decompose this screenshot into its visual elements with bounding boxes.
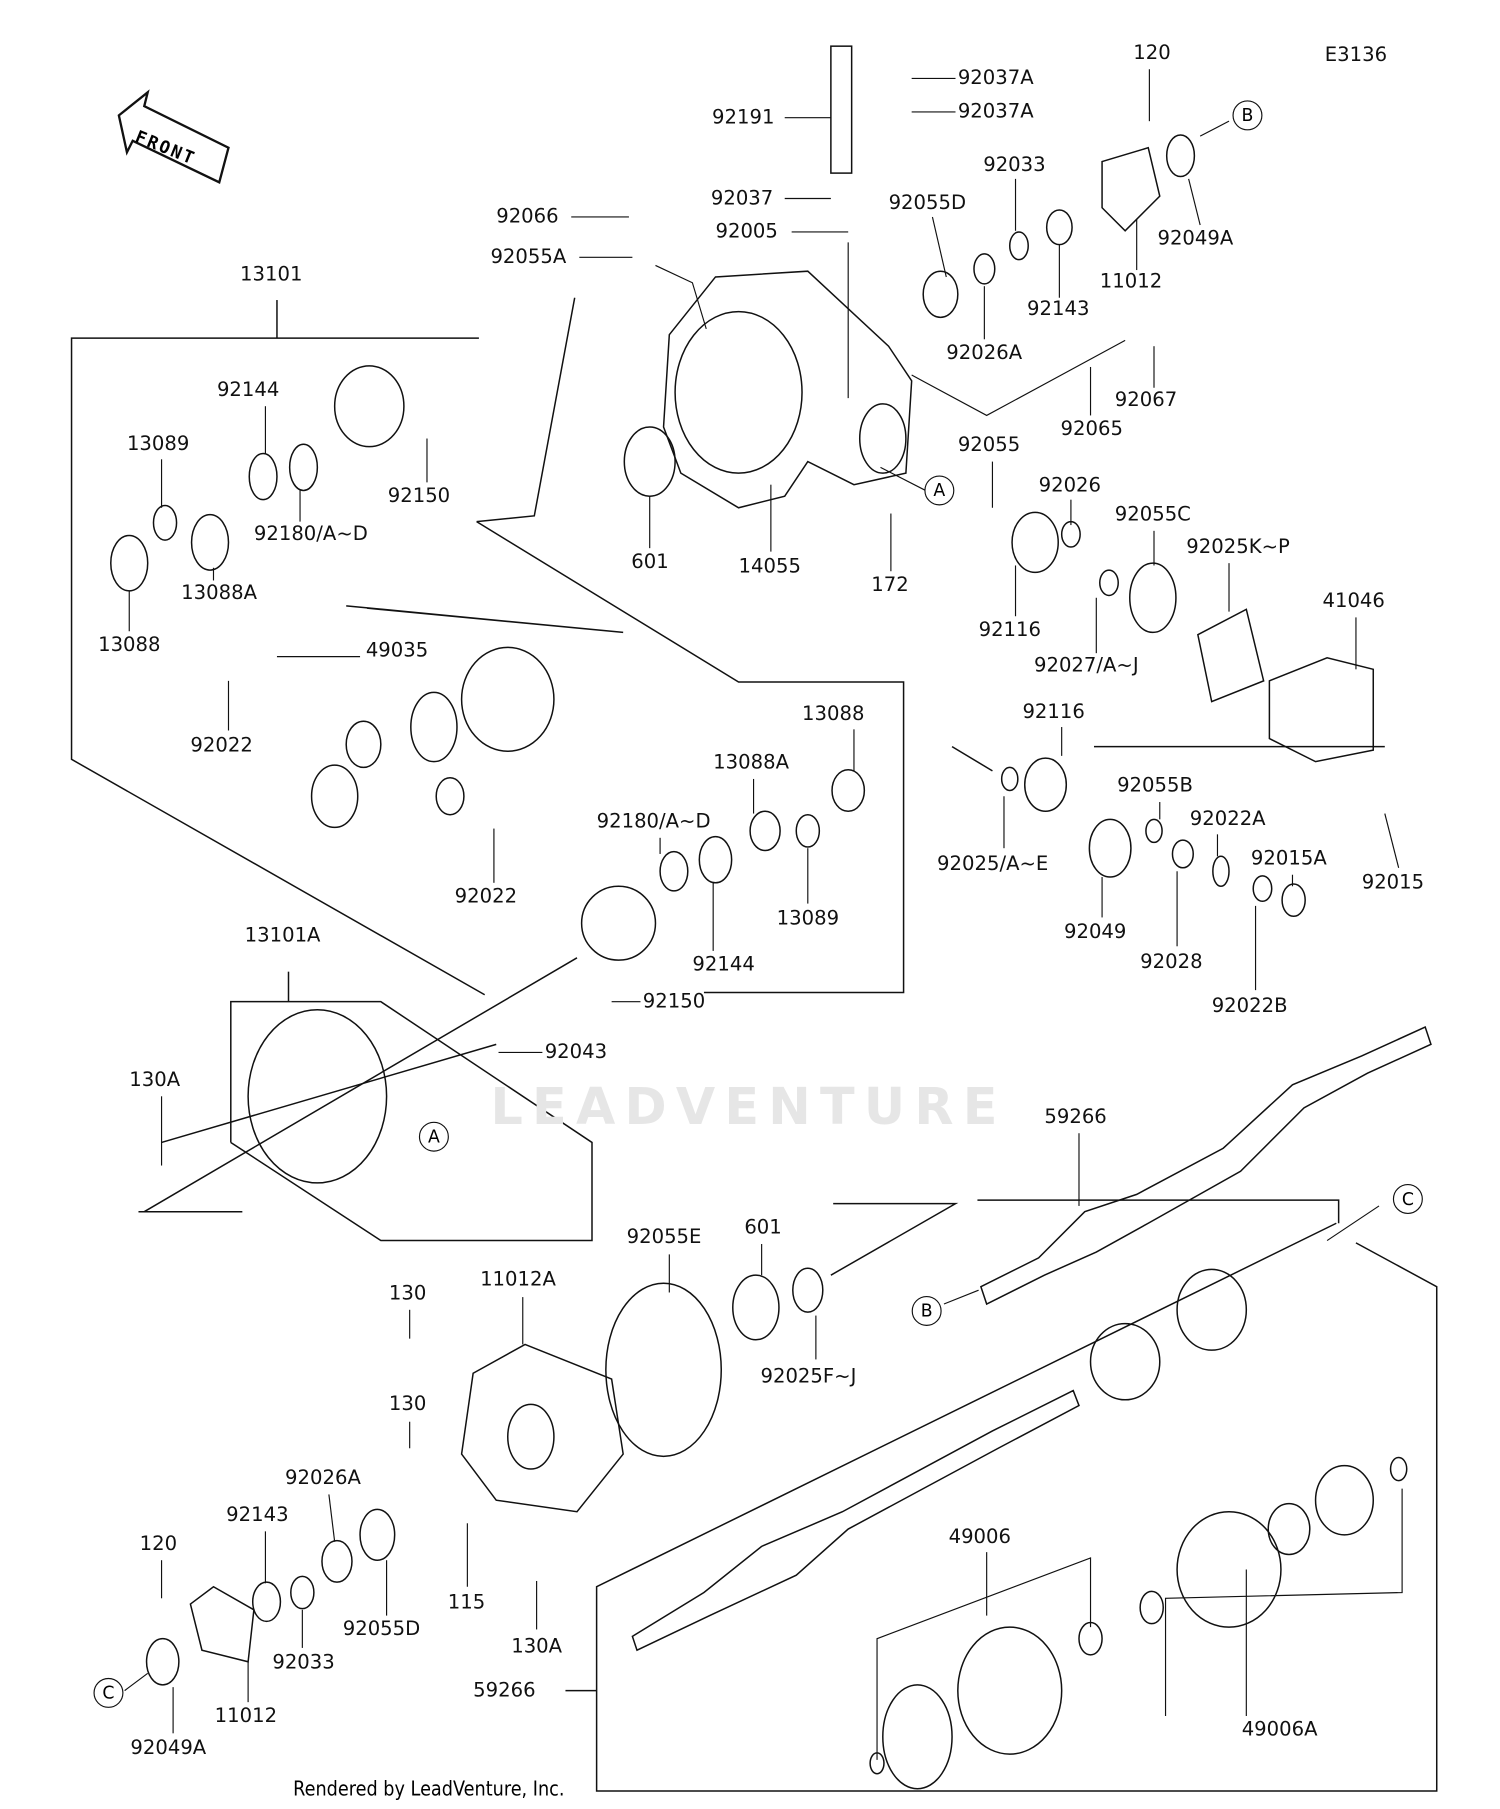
part-label[interactable]: 92143 bbox=[226, 1503, 289, 1527]
part-label[interactable]: 92055D bbox=[888, 191, 967, 215]
watermark: LEADVENTURE bbox=[490, 1077, 1007, 1137]
part-label[interactable]: 92025F~J bbox=[760, 1365, 857, 1389]
part-label[interactable]: 92022A bbox=[1189, 807, 1266, 831]
part-label[interactable]: 92025/A~E bbox=[937, 852, 1049, 876]
part-label[interactable]: 92180/A~D bbox=[253, 522, 368, 546]
part-label[interactable]: 92144 bbox=[216, 378, 280, 402]
part-label[interactable]: 13089 bbox=[126, 432, 190, 456]
box-13101A bbox=[230, 1000, 289, 1143]
box-59266 bbox=[595, 1222, 1438, 1792]
box-13101 bbox=[70, 337, 486, 996]
part-label[interactable]: 14055 bbox=[738, 555, 801, 579]
part-label[interactable]: 11012 bbox=[1099, 270, 1163, 294]
drive-shaft-59266-lower bbox=[631, 1389, 1080, 1652]
part-label[interactable]: 601 bbox=[631, 550, 669, 574]
part-label[interactable]: 92049A bbox=[130, 1736, 207, 1760]
part-label[interactable]: 92116 bbox=[978, 618, 1042, 642]
part-label[interactable]: 59266 bbox=[473, 1679, 536, 1703]
part-label[interactable]: 92033 bbox=[983, 153, 1046, 177]
box-13101-right bbox=[476, 520, 905, 994]
part-label[interactable]: 92015 bbox=[1361, 871, 1425, 895]
part-label[interactable]: 92022 bbox=[454, 885, 518, 909]
part-label[interactable]: 13088 bbox=[98, 633, 161, 657]
part-label[interactable]: 92055A bbox=[490, 245, 567, 269]
callout-a[interactable]: A bbox=[418, 1121, 449, 1152]
part-label[interactable]: 13088 bbox=[802, 702, 865, 726]
part-label[interactable]: 92066 bbox=[496, 205, 559, 229]
part-label[interactable]: 130A bbox=[129, 1068, 181, 1092]
front-label: FRONT bbox=[132, 126, 200, 170]
part-label[interactable]: 92037A bbox=[957, 100, 1034, 124]
callout-b[interactable]: B bbox=[911, 1295, 942, 1326]
part-label[interactable]: 13101 bbox=[240, 263, 303, 287]
part-label[interactable]: 92025K~P bbox=[1186, 535, 1290, 559]
part-label[interactable]: 13089 bbox=[776, 907, 840, 931]
part-label[interactable]: 92055C bbox=[1114, 503, 1191, 527]
part-label[interactable]: 92150 bbox=[387, 484, 451, 508]
diagram-id: E3136 bbox=[1324, 43, 1388, 67]
part-label[interactable]: 92043 bbox=[544, 1040, 608, 1064]
part-label[interactable]: 49006 bbox=[948, 1525, 1012, 1549]
part-label[interactable]: 92055D bbox=[342, 1617, 421, 1641]
callout-c[interactable]: C bbox=[1392, 1184, 1423, 1215]
front-arrow-icon bbox=[117, 89, 230, 184]
part-label[interactable]: 92015A bbox=[1250, 847, 1327, 871]
part-label[interactable]: 92055 bbox=[957, 433, 1021, 457]
drive-shaft-59266-upper bbox=[979, 1026, 1432, 1306]
front-direction-marker: FRONT bbox=[115, 110, 230, 191]
part-label[interactable]: 115 bbox=[447, 1591, 486, 1615]
callout-a[interactable]: A bbox=[924, 475, 955, 506]
callout-b[interactable]: B bbox=[1232, 100, 1263, 131]
part-label[interactable]: 13088A bbox=[713, 751, 790, 775]
part-label[interactable]: 92026A bbox=[285, 1466, 361, 1490]
part-label[interactable]: 92067 bbox=[1114, 388, 1178, 412]
part-label[interactable]: 601 bbox=[744, 1216, 782, 1240]
part-label[interactable]: 92026A bbox=[946, 341, 1023, 365]
part-label[interactable]: 49035 bbox=[365, 639, 429, 663]
housing-14055 bbox=[662, 270, 913, 509]
part-label[interactable]: 92144 bbox=[692, 953, 755, 977]
part-label[interactable]: 92150 bbox=[642, 990, 706, 1014]
part-label[interactable]: 92022 bbox=[190, 733, 253, 758]
part-label[interactable]: 92049A bbox=[1157, 227, 1234, 251]
part-label[interactable]: 92116 bbox=[1022, 700, 1085, 724]
part-label[interactable]: 11012 bbox=[214, 1704, 278, 1728]
part-label[interactable]: 92028 bbox=[1140, 950, 1203, 974]
part-label[interactable]: 92005 bbox=[715, 220, 778, 244]
part-label[interactable]: 130 bbox=[388, 1392, 427, 1416]
part-label[interactable]: 92055E bbox=[626, 1225, 702, 1249]
part-label[interactable]: 92027/A~J bbox=[1033, 654, 1139, 678]
part-label[interactable]: 92026 bbox=[1038, 474, 1102, 498]
part-label[interactable]: 13101A bbox=[244, 924, 321, 948]
part-label[interactable]: 11012A bbox=[480, 1268, 556, 1292]
part-label[interactable]: 92191 bbox=[712, 106, 775, 130]
part-label[interactable]: 59266 bbox=[1044, 1105, 1107, 1129]
part-label[interactable]: 92037 bbox=[710, 186, 774, 211]
part-label[interactable]: 130 bbox=[388, 1282, 427, 1306]
part-label[interactable]: 92055B bbox=[1117, 774, 1193, 798]
part-label[interactable]: 92143 bbox=[1027, 297, 1090, 321]
part-label[interactable]: 130A bbox=[511, 1635, 563, 1659]
part-label[interactable]: 92180/A~D bbox=[596, 810, 711, 834]
part-label[interactable]: 92037A bbox=[957, 66, 1034, 91]
part-label[interactable]: 120 bbox=[1133, 41, 1171, 65]
part-label[interactable]: 13088A bbox=[181, 581, 258, 605]
part-label[interactable]: 172 bbox=[871, 573, 909, 597]
part-label[interactable]: 92065 bbox=[1060, 417, 1123, 441]
part-label[interactable]: 41046 bbox=[1322, 589, 1385, 613]
footer-credit: Rendered by LeadVenture, Inc. bbox=[293, 1777, 565, 1802]
part-label[interactable]: 49006A bbox=[1241, 1718, 1318, 1742]
part-label[interactable]: 92033 bbox=[272, 1651, 335, 1675]
part-label[interactable]: 120 bbox=[139, 1532, 178, 1556]
part-label[interactable]: 92022B bbox=[1211, 994, 1288, 1018]
callout-c[interactable]: C bbox=[93, 1677, 124, 1708]
part-label[interactable]: 92049 bbox=[1063, 920, 1127, 944]
